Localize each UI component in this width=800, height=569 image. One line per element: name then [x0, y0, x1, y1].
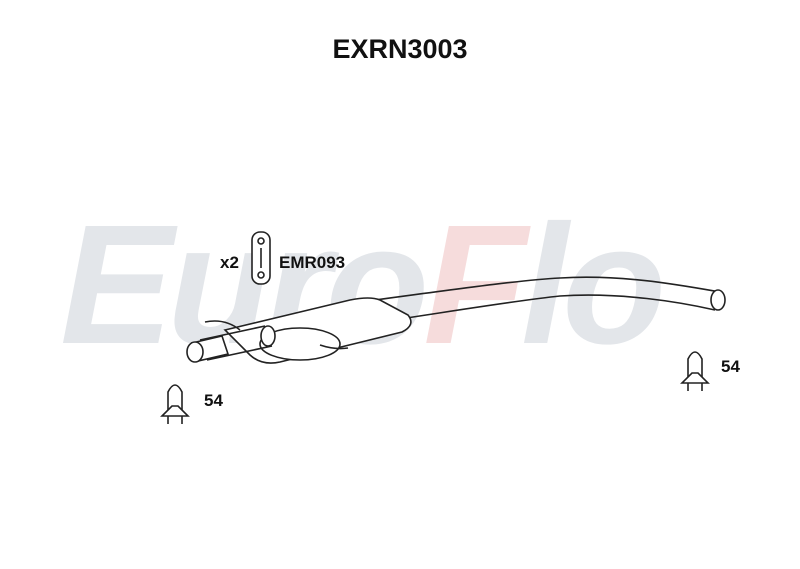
part-number-title: EXRN3003	[332, 34, 468, 64]
clamp-right-code: 54	[721, 357, 740, 376]
clamp-icon	[680, 351, 710, 391]
inlet-pipe	[186, 320, 349, 363]
exhaust-pipe	[359, 276, 726, 323]
silencer-box	[223, 297, 412, 364]
mount-part-code: EMR093	[279, 253, 346, 272]
clamp-icon	[160, 384, 190, 424]
mount-quantity: x2	[220, 253, 239, 272]
euroflo-watermark: EuroFlo	[60, 200, 666, 370]
rubber-mount-icon	[251, 231, 271, 285]
clamp-left-code: 54	[204, 391, 223, 410]
watermark-text: lo	[521, 190, 666, 380]
watermark-text: F	[423, 190, 527, 380]
